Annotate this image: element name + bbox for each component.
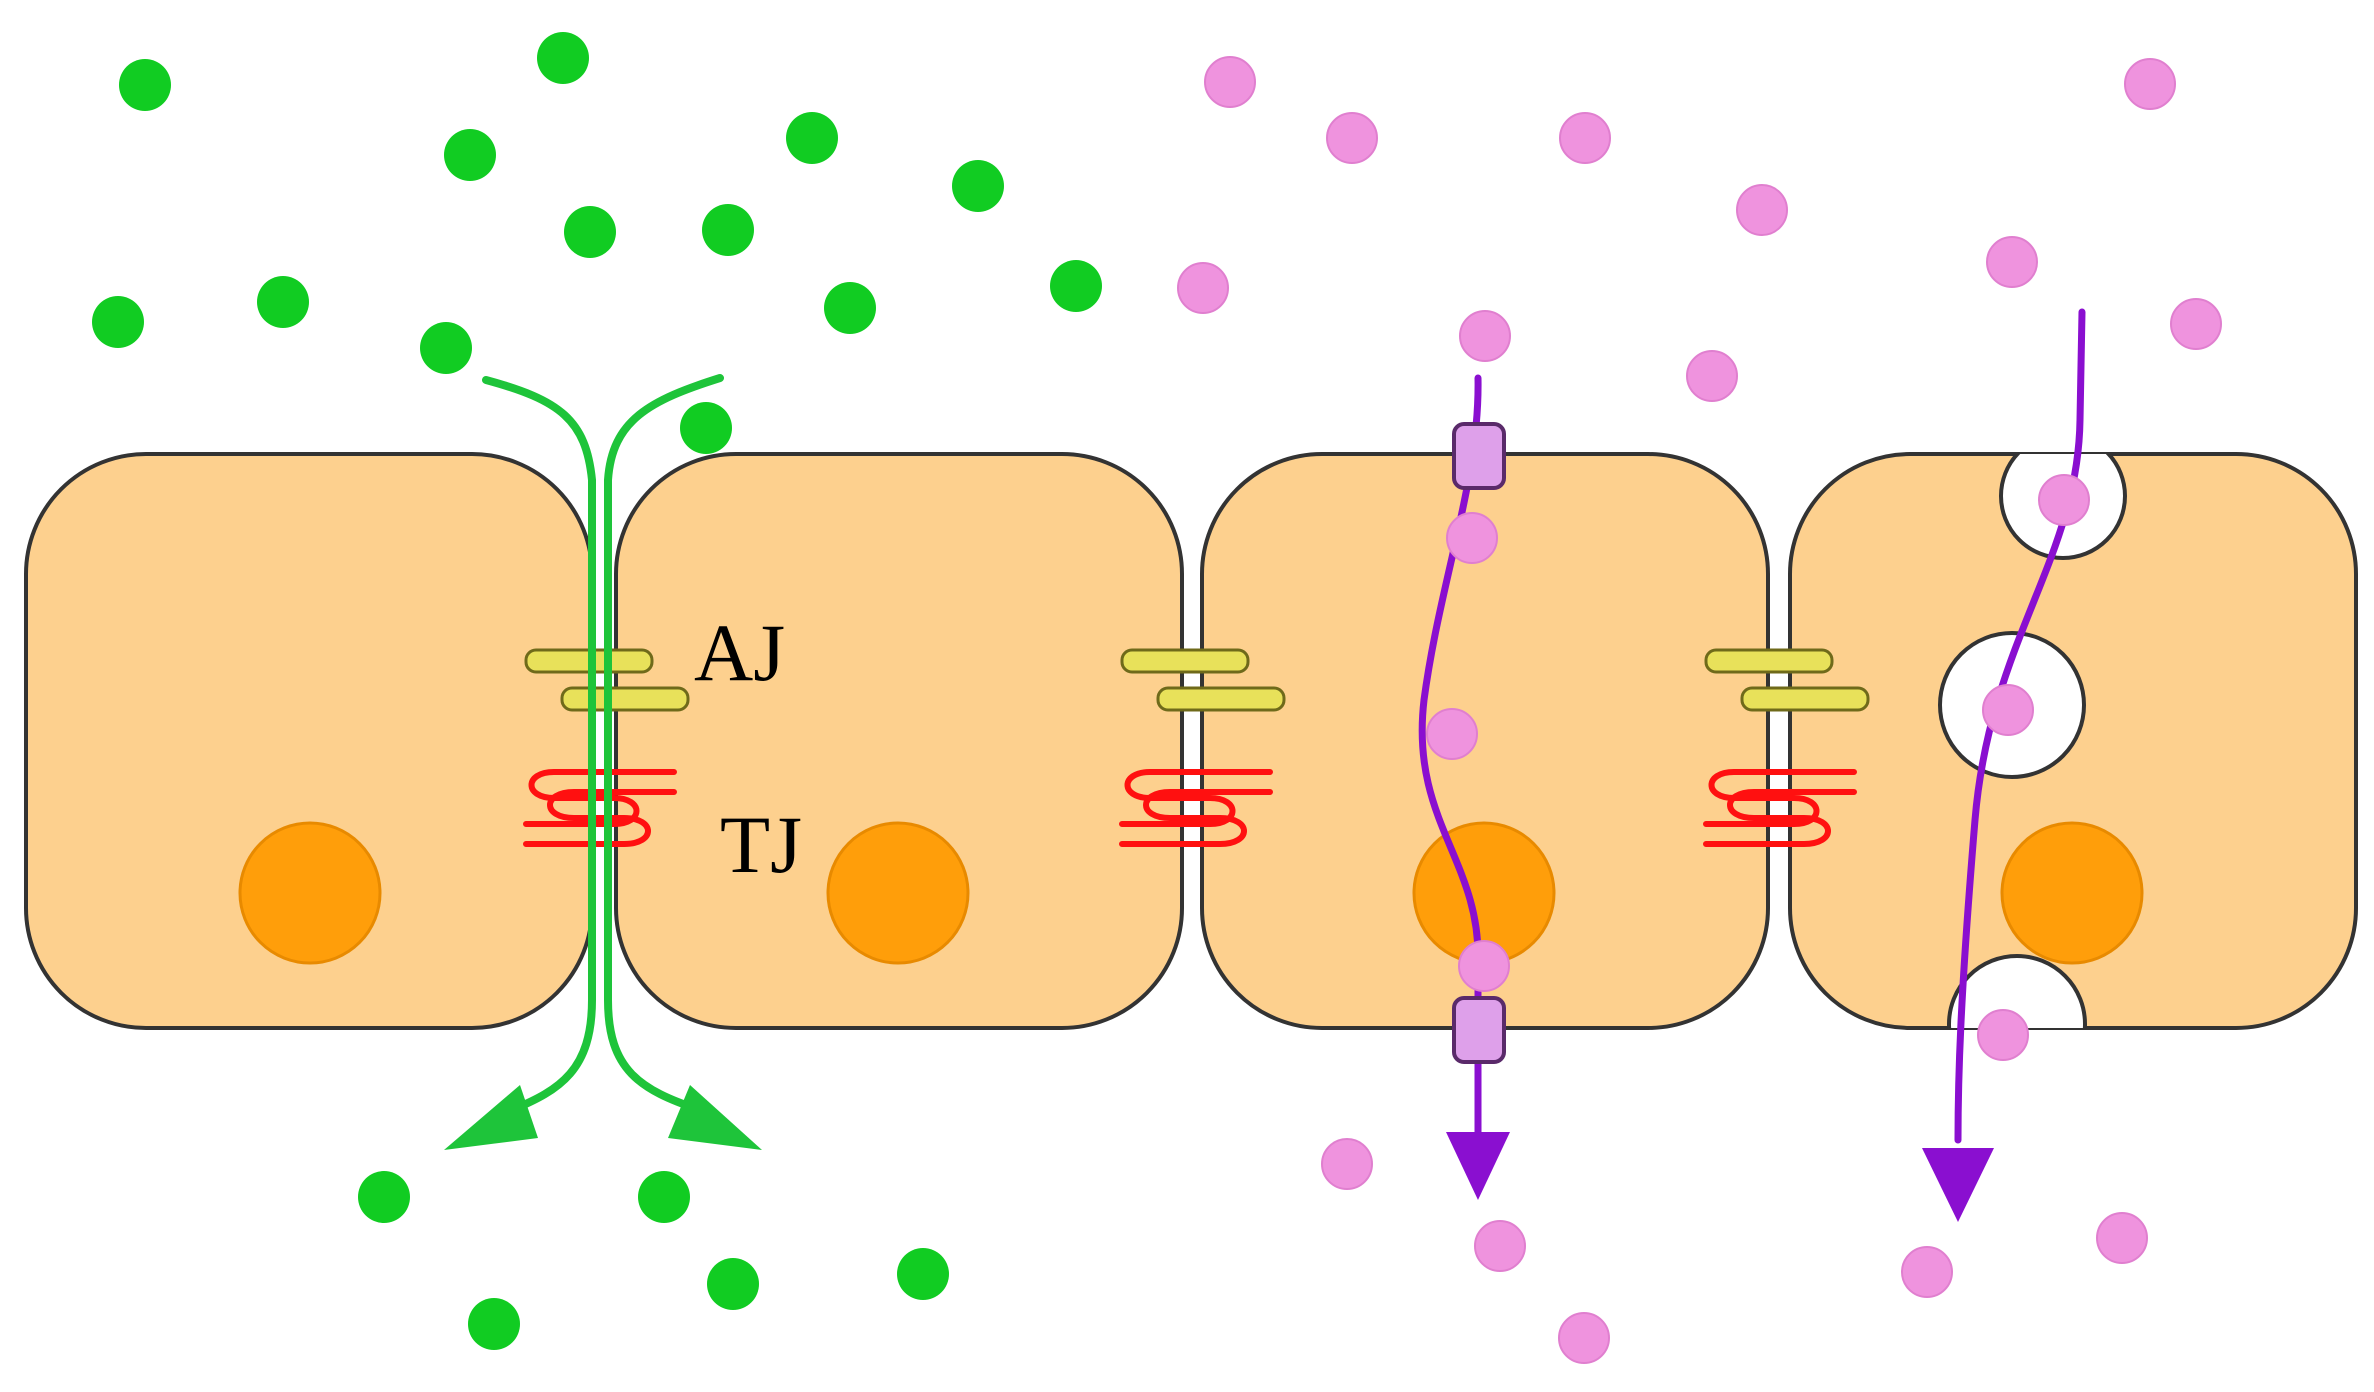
arrow-down-icon	[1922, 1148, 1994, 1222]
transcellular-molecule	[1982, 684, 2034, 736]
junction-group-2	[1119, 648, 1286, 847]
transcellular-molecule	[2096, 1212, 2148, 1264]
transcellular-pathway	[1418, 374, 1510, 1200]
epithelial-cell-2	[614, 452, 1184, 1030]
transcellular-molecule	[1901, 1246, 1953, 1298]
transcellular-molecule	[1326, 112, 1378, 164]
adherens-junction-bar	[1704, 648, 1834, 674]
transcellular-molecule	[1474, 1220, 1526, 1272]
transcellular-molecule	[1204, 56, 1256, 108]
transcellular-molecule	[2038, 474, 2090, 526]
paracellular-molecule	[824, 282, 876, 334]
paracellular-molecules	[92, 32, 1102, 1350]
transcellular-molecule	[1321, 1138, 1373, 1190]
transcellular-molecules	[1177, 56, 2222, 1364]
paracellular-molecule	[119, 59, 171, 111]
adherens-junction-bar	[560, 686, 690, 712]
paracellular-molecule	[952, 160, 1004, 212]
paracellular-molecule	[702, 204, 754, 256]
paracellular-molecule	[358, 1171, 410, 1223]
transcellular-molecule	[1736, 184, 1788, 236]
paracellular-molecule	[444, 129, 496, 181]
paracellular-molecule	[420, 322, 472, 374]
transcellular-molecule	[2170, 298, 2222, 350]
paracellular-molecule	[707, 1258, 759, 1310]
paracellular-molecule	[1050, 260, 1102, 312]
tight-junction-label: TJ	[720, 799, 802, 890]
split-arrow-down-icon	[444, 374, 762, 1150]
transcellular-molecule	[1559, 112, 1611, 164]
membrane-transporter-icon	[1452, 996, 1506, 1064]
transcellular-molecule	[1558, 1312, 1610, 1364]
tight-junction-strands	[1703, 769, 1857, 847]
transcellular-molecule	[1977, 1009, 2029, 1061]
nucleus	[2000, 821, 2144, 965]
adherens-junction-bar	[1740, 686, 1870, 712]
paracellular-molecule	[257, 276, 309, 328]
transcellular-molecule	[2124, 58, 2176, 110]
tight-junction-strands	[523, 769, 677, 847]
adherens-junction-bar	[1156, 686, 1286, 712]
paracellular-molecule	[537, 32, 589, 84]
transcellular-molecule	[1446, 512, 1498, 564]
paracellular-molecule	[897, 1248, 949, 1300]
nucleus	[238, 821, 382, 965]
junction-group-3	[1703, 648, 1870, 847]
nucleus	[826, 821, 970, 965]
epithelial-cell-layer	[24, 452, 2358, 1030]
transcellular-molecule	[1686, 350, 1738, 402]
paracellular-molecule	[92, 296, 144, 348]
paracellular-molecule	[786, 112, 838, 164]
adherens-junction-bar	[1120, 648, 1250, 674]
paracellular-molecule	[564, 206, 616, 258]
transcellular-molecule	[1458, 940, 1510, 992]
arrow-down-icon	[1446, 1132, 1510, 1200]
paracellular-molecule	[468, 1298, 520, 1350]
transcellular-molecule	[1459, 310, 1511, 362]
transcellular-molecule	[1426, 708, 1478, 760]
transcellular-molecule	[1986, 236, 2038, 288]
transcellular-molecule	[1177, 262, 1229, 314]
membrane-transporter-icon	[1452, 422, 1506, 490]
tight-junction-strands	[1119, 769, 1273, 847]
paracellular-molecule	[638, 1171, 690, 1223]
paracellular-molecule	[680, 402, 732, 454]
adherens-junction-label: AJ	[694, 607, 785, 698]
